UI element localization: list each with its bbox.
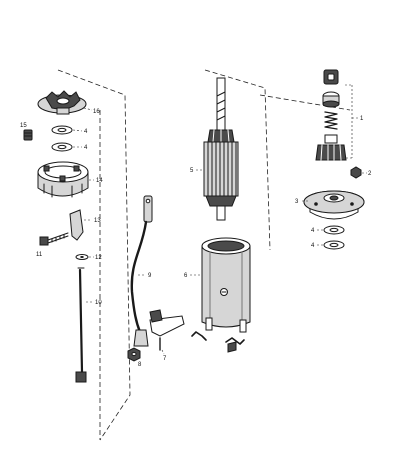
callout-6: 6 (184, 273, 188, 279)
callout-9: 9 (148, 273, 152, 279)
drive-bushing (322, 91, 340, 108)
callout-3: 3 (295, 199, 299, 205)
washer-left-upper (51, 125, 83, 135)
nut-part-8 (127, 347, 141, 362)
callout-10: 10 (95, 300, 102, 306)
bolt-part-15 (23, 129, 33, 141)
washer-right-lower (317, 240, 345, 250)
field-frame-part-6 (190, 237, 251, 333)
drive-end-cap-part-3 (302, 190, 365, 220)
callout-2: 2 (368, 171, 372, 177)
small-nut-part-2 (350, 166, 367, 179)
drive-spring (324, 111, 338, 130)
terminal-clip-part-7 (149, 309, 185, 355)
callout-4-right-upper: 4 (311, 228, 315, 234)
callout-7: 7 (163, 356, 167, 362)
callout-5: 5 (190, 168, 194, 174)
callout-11: 11 (36, 252, 43, 258)
screw-part-11 (39, 232, 69, 246)
callout-4-left-upper: 4 (84, 129, 88, 135)
callout-13: 13 (94, 218, 101, 224)
armature-part-5 (196, 77, 239, 221)
callout-14: 14 (96, 178, 103, 184)
callout-15: 15 (20, 123, 27, 129)
assembly-guide-lines (57, 69, 351, 441)
through-bolt-part-10 (75, 267, 94, 383)
callout-labels: 1 2 3 4 4 4 4 5 6 7 8 9 10 11 12 13 14 1… (20, 109, 372, 368)
washer-left-lower (51, 142, 82, 152)
brush-springs (191, 331, 245, 353)
small-washer-part-12 (75, 254, 94, 260)
callout-4-right-lower: 4 (311, 243, 315, 249)
washer-right-upper (317, 225, 345, 235)
callout-1: 1 (360, 116, 364, 122)
brush-part-13 (69, 209, 92, 241)
drive-pinion (315, 134, 347, 161)
cable-lead-part-9 (130, 195, 153, 347)
commutator-end-cap (37, 90, 93, 115)
drive-nut (323, 69, 339, 85)
brush-plate-ring (37, 161, 94, 198)
callout-12: 12 (95, 255, 102, 261)
callout-16: 16 (93, 109, 100, 115)
callout-8: 8 (138, 362, 142, 368)
callout-4-left-lower: 4 (84, 145, 88, 151)
